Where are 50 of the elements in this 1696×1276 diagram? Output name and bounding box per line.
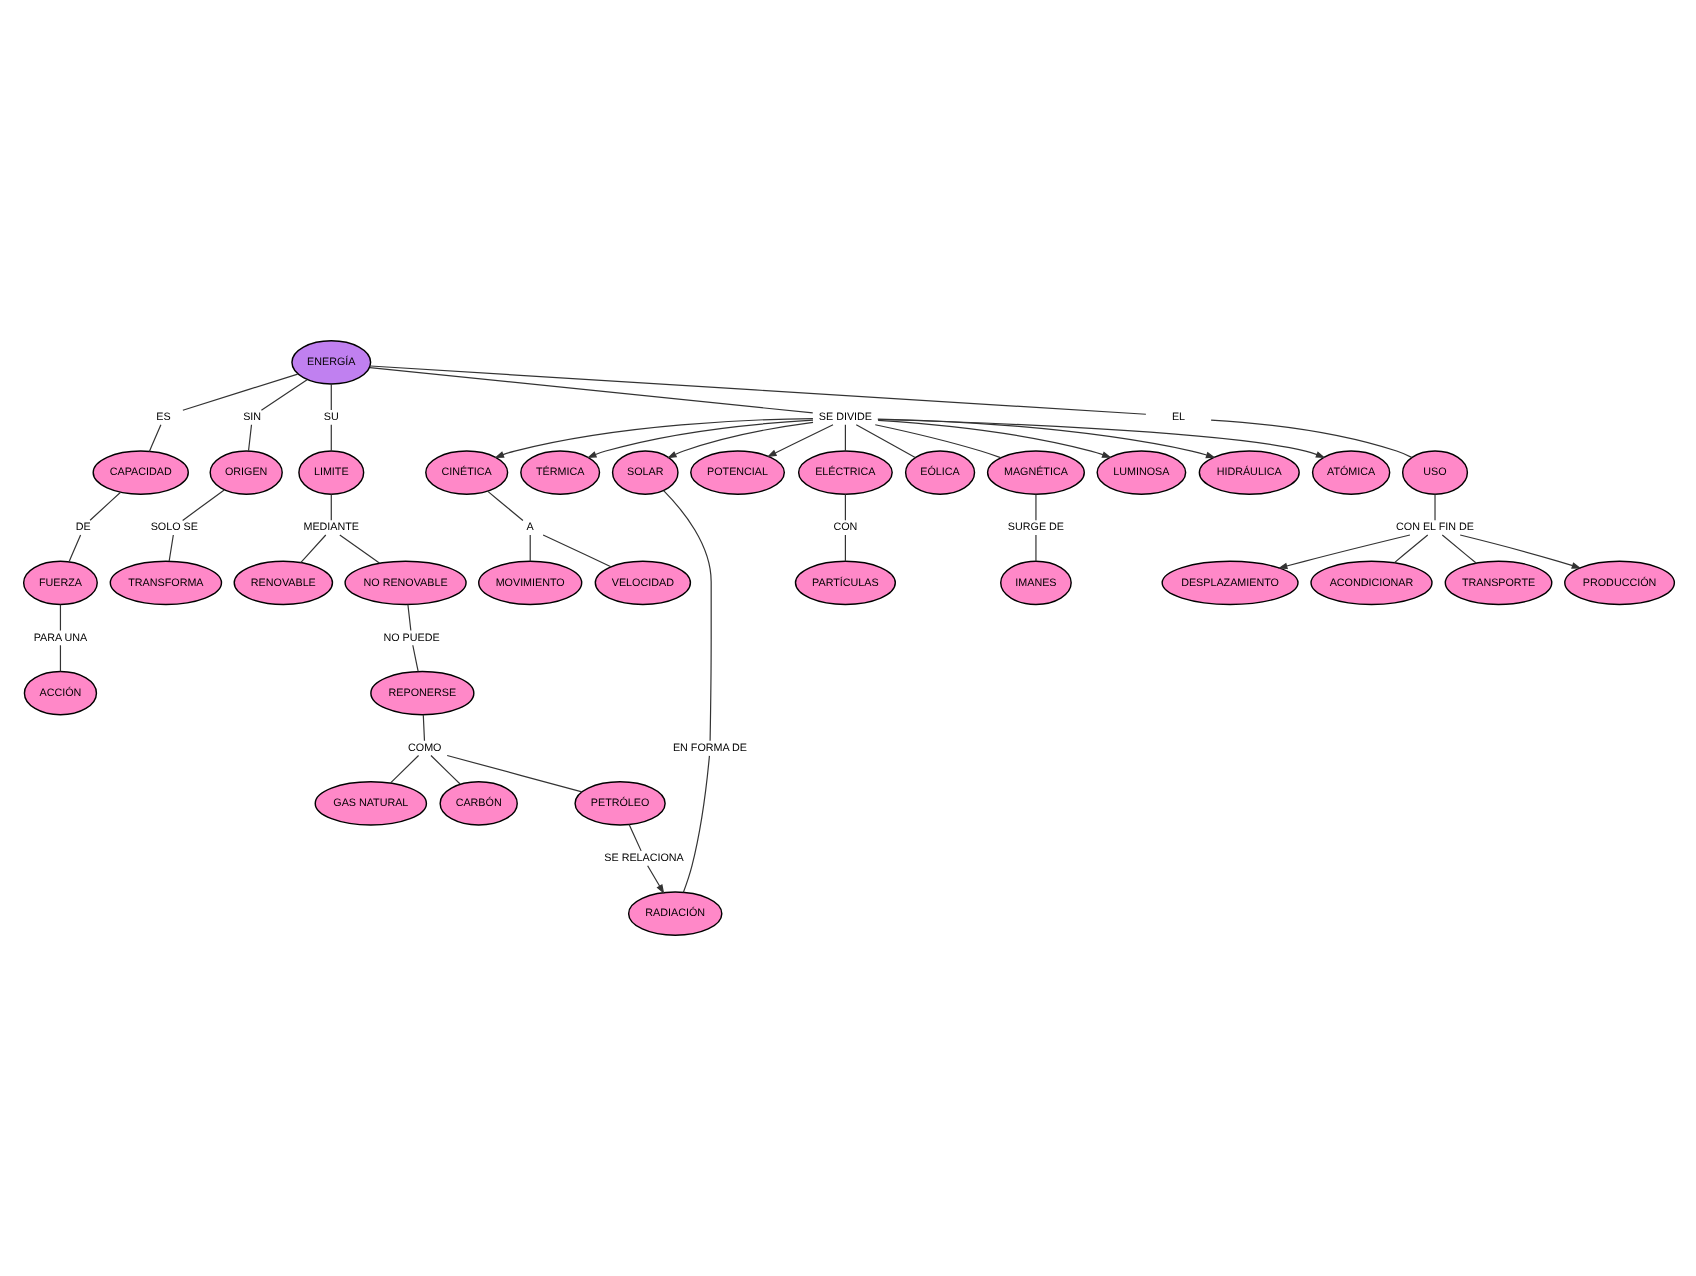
arrow xyxy=(493,418,813,458)
connector xyxy=(1034,534,1036,562)
connector xyxy=(329,383,331,411)
connector xyxy=(429,754,460,785)
connector xyxy=(329,424,331,452)
arrow xyxy=(1458,534,1581,569)
arrow xyxy=(876,419,1111,458)
connector xyxy=(843,493,845,521)
connector xyxy=(58,644,61,672)
connector xyxy=(338,534,380,564)
connector xyxy=(181,373,298,411)
arrow xyxy=(876,418,1215,459)
arrow xyxy=(876,418,1325,458)
connector xyxy=(147,424,161,452)
connector xyxy=(528,534,530,562)
connector xyxy=(167,534,173,562)
connector xyxy=(406,604,411,632)
connector xyxy=(246,424,252,452)
connector xyxy=(299,534,326,564)
connector xyxy=(329,493,331,521)
connector xyxy=(1034,493,1036,521)
arrow xyxy=(765,424,833,458)
connector xyxy=(67,534,81,563)
connector xyxy=(259,379,307,411)
connector xyxy=(58,604,61,632)
connector xyxy=(843,424,845,452)
connector xyxy=(541,534,611,568)
connector xyxy=(88,491,121,521)
connector xyxy=(181,489,224,521)
connector xyxy=(388,754,419,784)
arrow xyxy=(646,865,664,894)
arrow xyxy=(666,421,813,459)
connector xyxy=(627,823,641,852)
connector xyxy=(1433,493,1435,521)
connector xyxy=(1440,534,1476,564)
connector xyxy=(873,424,1001,459)
connector xyxy=(411,644,418,672)
connector xyxy=(421,714,425,742)
connector xyxy=(368,366,813,414)
connector xyxy=(681,755,710,893)
connector xyxy=(486,490,523,522)
connector xyxy=(1392,534,1428,564)
connector xyxy=(368,365,1146,415)
connector xyxy=(662,489,711,742)
connector xyxy=(854,424,915,459)
arrow xyxy=(585,419,813,458)
arrow xyxy=(1276,534,1410,570)
connector xyxy=(445,754,582,793)
connector xyxy=(1209,419,1412,458)
connector xyxy=(843,534,845,562)
